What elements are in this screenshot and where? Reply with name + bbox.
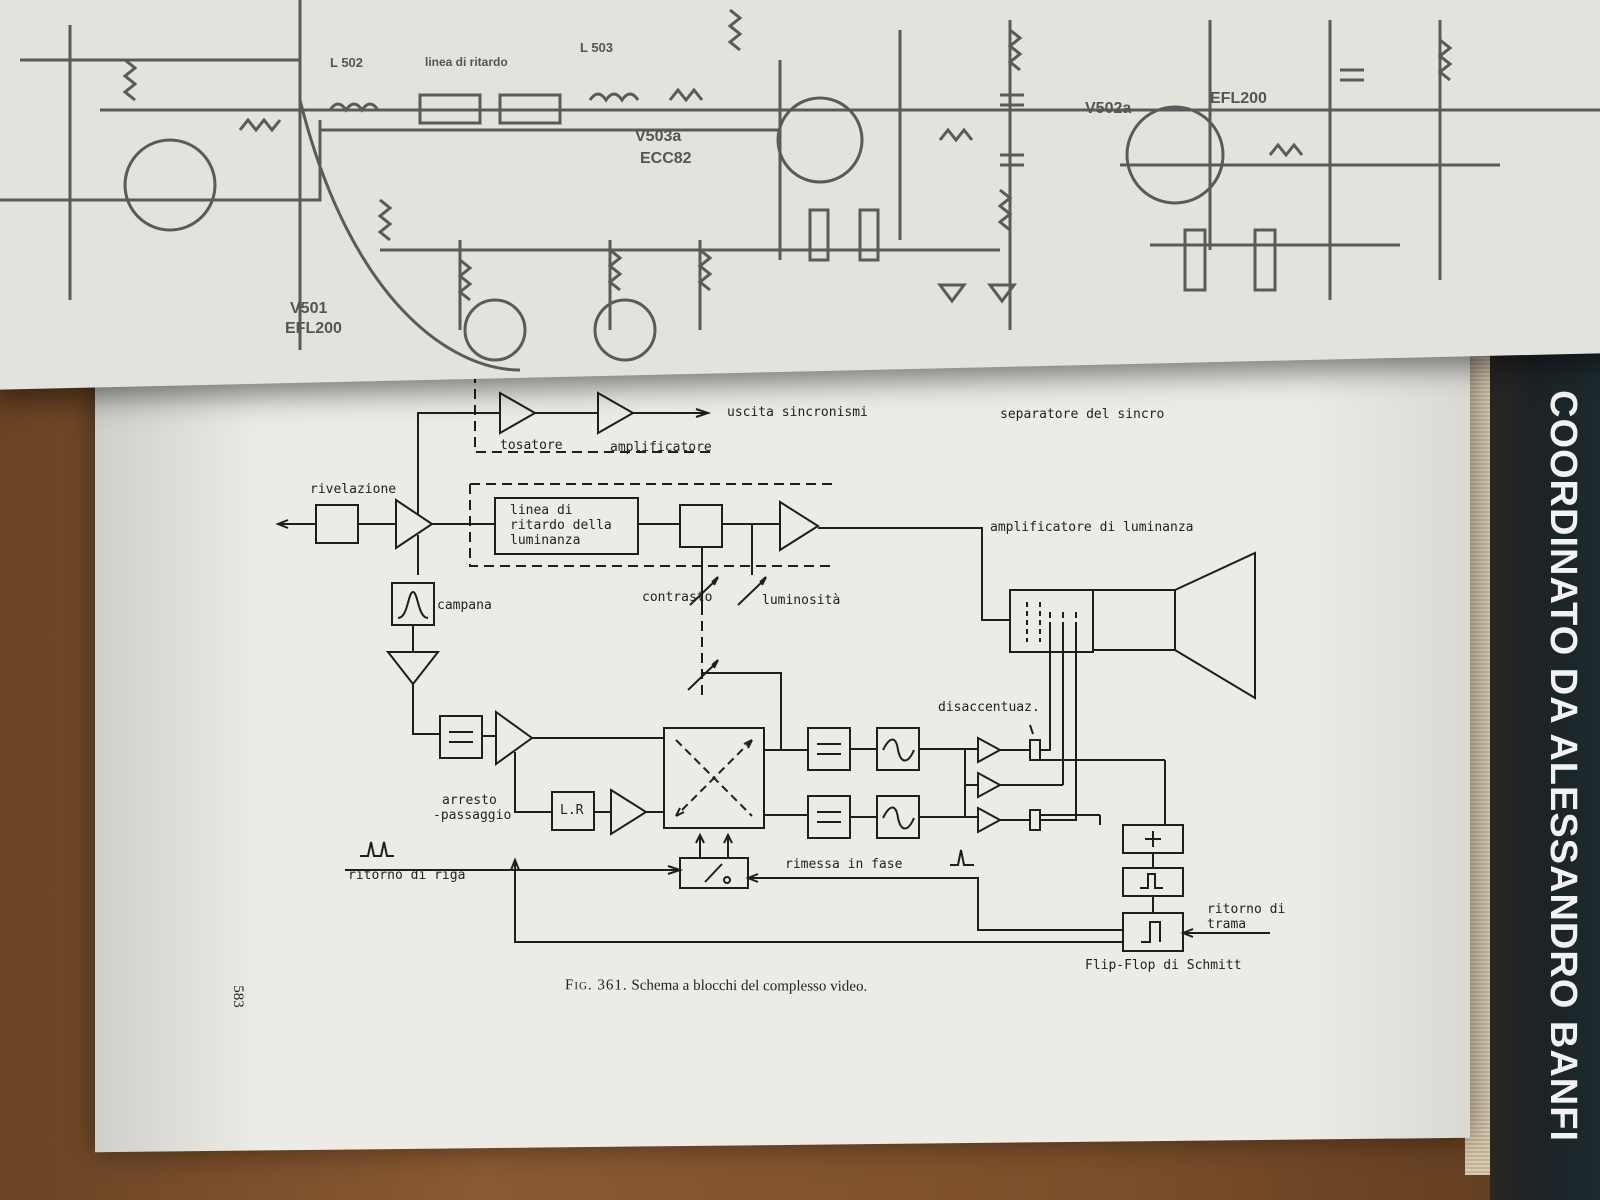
label-uscita-sincronismi: uscita sincronismi (727, 405, 868, 420)
label-arresto-1: arresto (442, 793, 497, 808)
demodulator-block (663, 727, 765, 829)
schematic-tube-label-1: V503a (635, 128, 682, 145)
label-luminosita: luminosità (762, 593, 841, 608)
label-lr: L.R (560, 803, 584, 818)
spine-title: COORDINATO DA ALESSANDRO BANFI (1542, 390, 1584, 1142)
schematic-drawing (0, 0, 1600, 372)
out-amp-1 (977, 736, 1003, 764)
figure-caption-text: Schema a blocchi del complesso video. (631, 977, 868, 995)
schematic-tube-type-3: EFL200 (285, 320, 342, 337)
label-contrasto: contrasto (642, 590, 713, 605)
lr-amp-triangle (610, 788, 648, 836)
out-amp-2 (977, 771, 1003, 799)
label-arresto-2: -passaggio (433, 808, 512, 823)
page-number: 583 (229, 985, 246, 1008)
bell-curve-icon (397, 590, 429, 619)
luma-block (679, 504, 723, 548)
book-spine (1490, 330, 1600, 1200)
label-ritorno-riga: ritorno di riga (348, 868, 466, 883)
chroma-filter-block (439, 715, 483, 759)
dashed-frame-luma (469, 483, 835, 567)
figure-number: Fig. 361. (564, 977, 628, 994)
label-campana: campana (437, 598, 492, 613)
tosatore-triangle (499, 391, 538, 435)
filter-upper-block (807, 727, 851, 771)
label-separatore: separatore del sincro (1000, 407, 1165, 422)
label-amplificatore-sync: amplificatore (610, 440, 712, 455)
label-disaccentuaz: disaccentuaz. (938, 700, 1040, 715)
schematic-tube-type-1: ECC82 (640, 150, 692, 167)
luma-amp-triangle (779, 500, 820, 552)
label-amplificatore-luminanza: amplificatore di luminanza (990, 520, 1194, 535)
label-linea-2: ritardo della (510, 518, 612, 533)
rivelazione-block (315, 504, 359, 544)
chroma-amp2-triangle (495, 710, 534, 766)
label-ritorno-trama-2: trama (1207, 917, 1247, 932)
schematic-tube-label-3: V501 (290, 300, 328, 317)
schematic-tube-type-4: EFL200 (1210, 90, 1267, 107)
deemph-block-2 (1029, 809, 1041, 831)
sync-output-arrow (695, 408, 712, 418)
chroma-amp-triangle (385, 651, 441, 686)
phase-block (679, 857, 749, 889)
flipflop-block (1122, 912, 1184, 952)
trigger-block (1122, 867, 1184, 897)
label-ritorno-trama-1: ritorno di (1207, 902, 1286, 917)
out-amp-3 (977, 806, 1003, 834)
schematic-delay-label: linea di ritardo (425, 55, 508, 69)
filter-lower-block (807, 795, 851, 839)
figure-caption: Fig. 361. Schema a blocchi del complesso… (565, 977, 867, 996)
main-amp-triangle (395, 498, 434, 550)
schematic-coil-label-2: L 503 (580, 40, 614, 55)
schematic-tube-label-2: V502a (1085, 100, 1132, 117)
input-arrow (275, 519, 289, 529)
label-linea-1: linea di (510, 503, 573, 518)
schematic-coil-label-1: L 502 (330, 55, 364, 70)
delay-line-block (494, 497, 639, 555)
label-linea-3: luminanza (510, 533, 581, 548)
label-tosatore: tosatore (500, 438, 563, 453)
label-rivelazione: rivelazione (310, 482, 397, 497)
label-rimessa-fase: rimessa in fase (785, 857, 903, 872)
label-flipflop: Flip-Flop di Schmitt (1085, 958, 1242, 973)
crt-neck (1009, 589, 1094, 653)
deemph-block-1 (1029, 739, 1041, 761)
sync-amp-triangle (597, 391, 636, 435)
